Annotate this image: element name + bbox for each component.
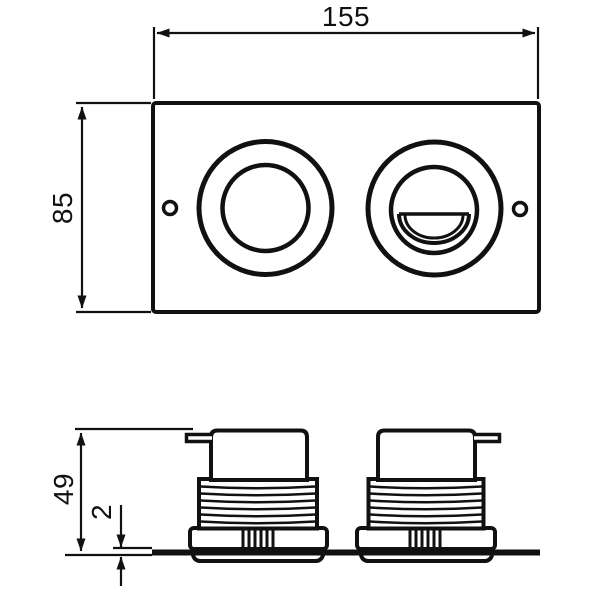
flange-hatch-left	[241, 530, 275, 547]
dimension-depth-label: 49	[48, 473, 79, 505]
button-right-rim	[365, 139, 504, 278]
dimension-thickness-label: 2	[86, 504, 117, 520]
dimension-depth: 49	[48, 427, 193, 557]
button-left-rim	[196, 139, 335, 277]
mounting-plate	[152, 549, 540, 556]
dimension-height-label: 85	[47, 192, 78, 224]
cap-right	[376, 428, 477, 482]
dimension-height: 85	[47, 101, 151, 314]
half-flush-inner-arc	[403, 214, 465, 240]
dimension-width-label: 155	[322, 1, 370, 32]
clip-tab-right	[474, 432, 502, 444]
faceplate	[151, 101, 541, 314]
cap-left	[209, 428, 309, 482]
half-flush-arc	[397, 213, 471, 245]
thread-right	[366, 477, 486, 531]
button-left	[196, 139, 335, 277]
dimension-thickness: 2	[86, 504, 152, 586]
flange-left	[188, 526, 329, 551]
screw-hole-left	[161, 199, 179, 217]
button-right-face	[388, 164, 480, 256]
flange-hatch-right	[408, 530, 442, 547]
front-view: 155 85	[47, 1, 541, 314]
screw-hole-right	[511, 200, 529, 218]
flange-right	[355, 526, 497, 551]
side-view: 49 2	[48, 427, 540, 586]
thread-left	[197, 477, 319, 531]
button-left-face	[220, 162, 311, 254]
clip-tab-left	[184, 432, 212, 444]
button-right	[365, 139, 504, 278]
dimension-width: 155	[152, 1, 540, 99]
